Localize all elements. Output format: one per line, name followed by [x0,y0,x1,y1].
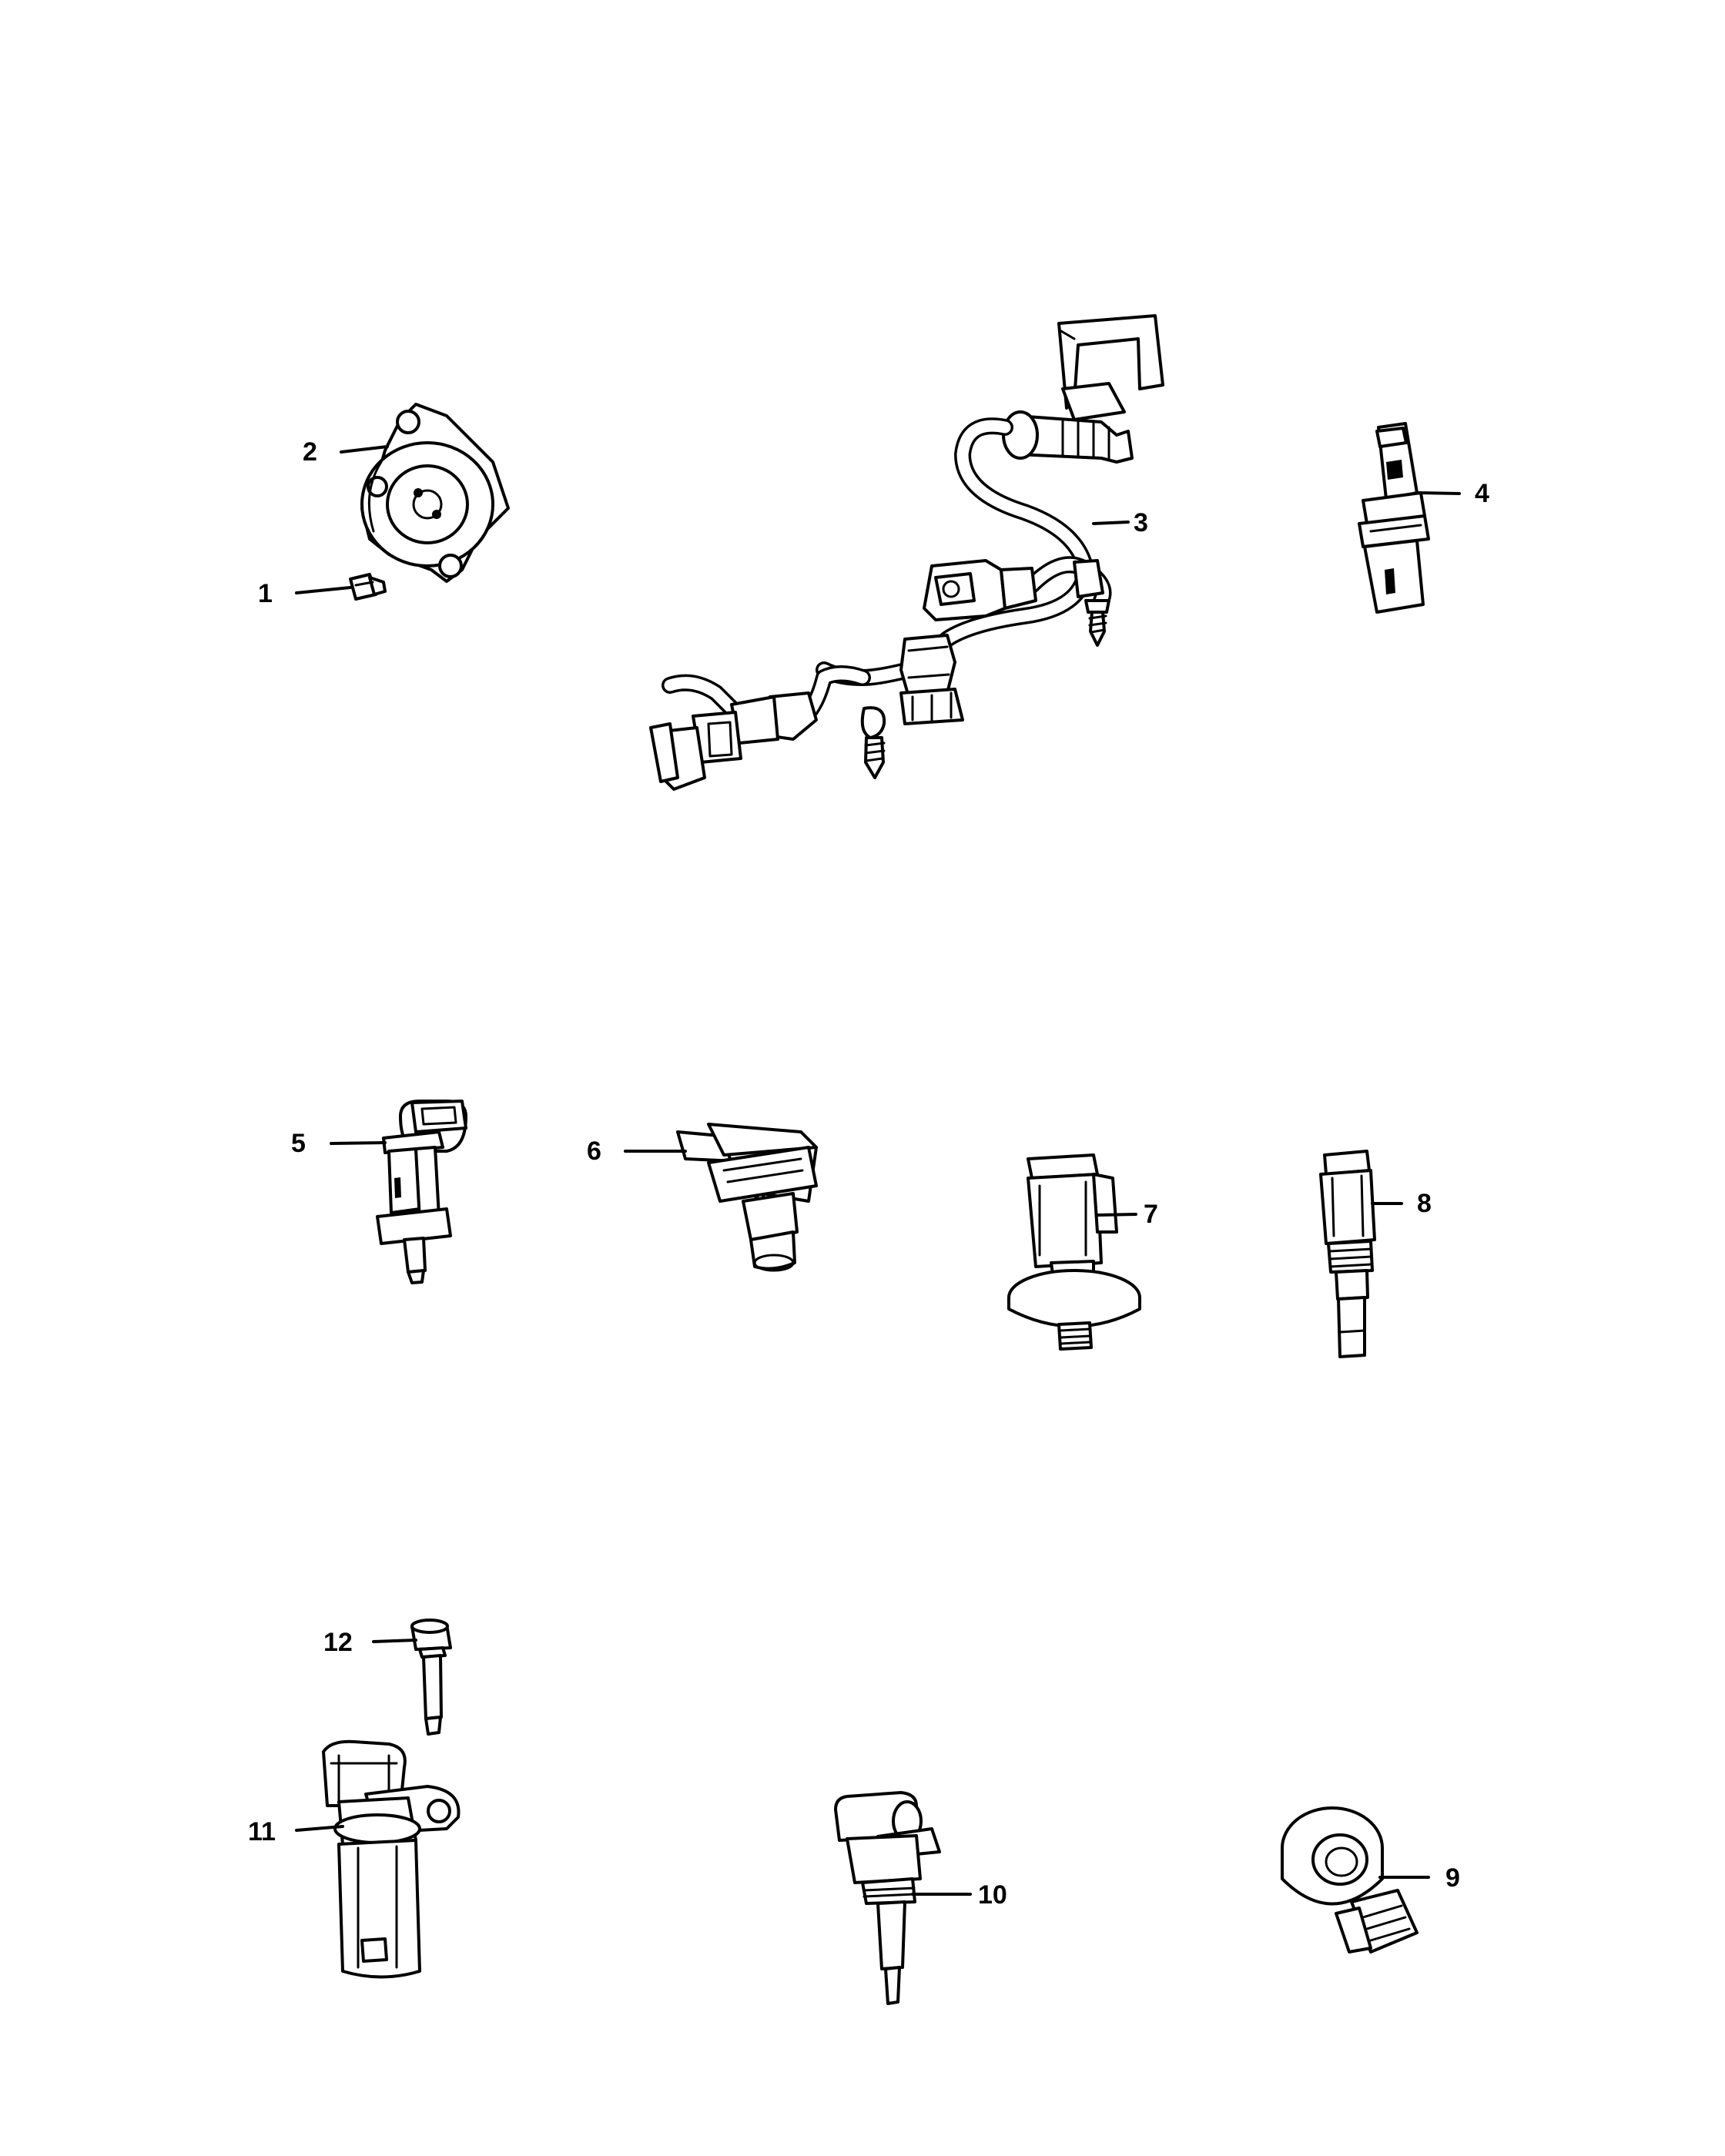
leader-1 [295,586,352,594]
part-3-wiring-harness [649,314,1164,791]
callout-3: 3 [1134,508,1148,537]
callout-leaders [295,445,1461,1896]
part-5-sensor [376,1100,467,1284]
leader-2 [340,445,389,454]
leader-7 [1096,1213,1137,1217]
callout-6: 6 [587,1137,601,1166]
part-7-pressure-switch [1007,1153,1141,1351]
part-4-temperature-sensor [1358,422,1430,614]
part-9-knock-sensor [1281,1806,1419,1953]
callout-5: 5 [291,1129,306,1158]
callout-7: 7 [1144,1200,1158,1229]
callout-9: 9 [1445,1863,1460,1893]
part-8-temp-sensor [1319,1150,1376,1358]
callout-10: 10 [978,1880,1007,1910]
leader-4 [1418,491,1461,495]
callout-11: 11 [248,1817,276,1846]
callout-4: 4 [1475,479,1489,508]
leader-11 [295,1825,344,1832]
part-1-pin [349,573,387,601]
part-2-sensor-flange [360,403,510,583]
part-10-sensor [834,1791,941,2005]
leader-3 [1092,521,1130,525]
callout-numbers: 1 2 3 4 5 6 7 8 9 10 11 12 [248,437,1489,1910]
part-6-map-sensor [676,1123,818,1272]
callout-8: 8 [1417,1189,1432,1218]
callout-12: 12 [323,1628,353,1657]
leader-12 [372,1639,417,1643]
part-11-speed-sensor [322,1739,461,1979]
callout-1: 1 [258,579,273,608]
harness-push-pin-right [1084,599,1110,647]
harness-push-pin-left [860,706,886,779]
callout-2: 2 [303,437,317,467]
part-12-bolt [410,1619,452,1736]
